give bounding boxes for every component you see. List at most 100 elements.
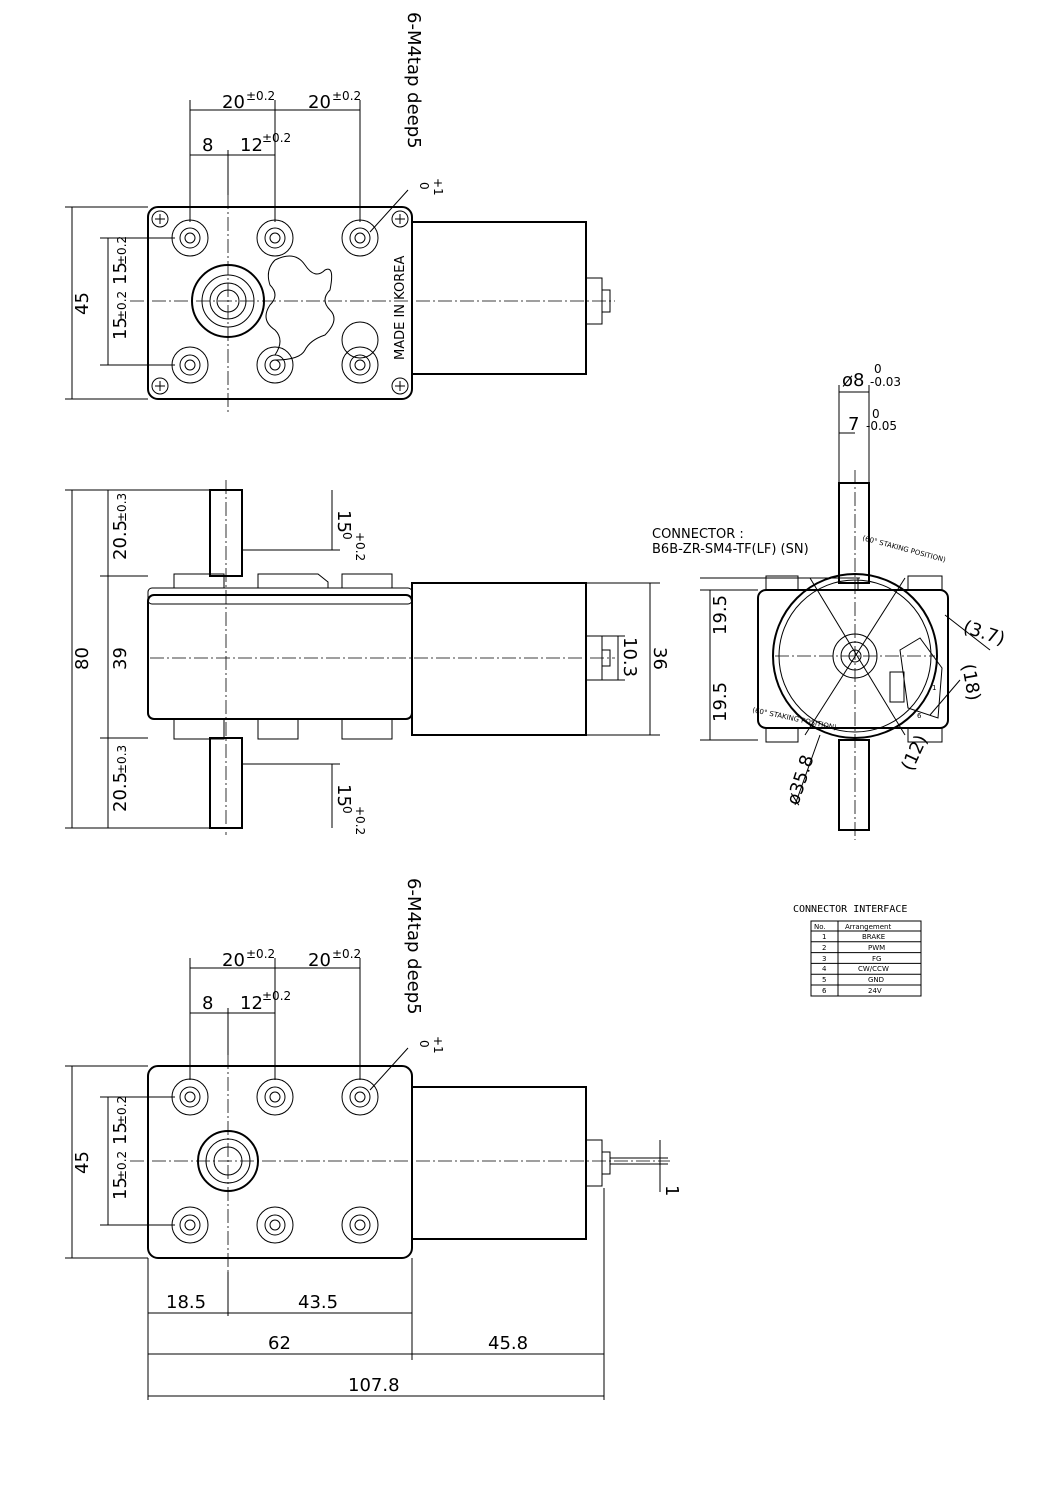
end-dim-19-5-top: 19.5 <box>710 595 731 635</box>
svg-text:+1: +1 <box>431 178 445 196</box>
table-row-no: 3 <box>822 955 826 963</box>
svg-text:0: 0 <box>340 806 354 814</box>
table-row-arr: 24V <box>868 987 882 995</box>
connector-part: B6B-ZR-SM4-TF(LF) (SN) <box>652 542 809 557</box>
bottom-dim-45-8: 45.8 <box>488 1333 528 1354</box>
made-in-label: MADE IN KOREA <box>393 256 408 360</box>
side-dim-36: 36 <box>649 647 670 670</box>
top-dim-15b: 15 <box>110 317 131 340</box>
table-row-no: 6 <box>822 987 827 995</box>
table-row-arr: GND <box>868 976 884 984</box>
table-row-arr: PWM <box>868 944 885 952</box>
connector-interface-title: CONNECTOR INTERFACE <box>793 904 907 915</box>
end-dim-7: 7 <box>848 414 859 435</box>
side-dim-15-bot: 15 <box>333 784 354 807</box>
side-dim-39: 39 <box>110 647 131 670</box>
bottom-dim-8: 8 <box>202 993 213 1014</box>
bottom-dim-15a: 15 <box>110 1122 131 1145</box>
svg-text:-0.03: -0.03 <box>870 375 901 389</box>
top-motor-body <box>411 221 587 375</box>
end-dim-18: (18) <box>957 662 984 702</box>
top-dim-45: 45 <box>72 292 93 315</box>
top-dim-12: 12 <box>240 135 263 156</box>
side-motor-body <box>411 582 587 736</box>
svg-text:0: 0 <box>872 407 880 421</box>
end-dim-phi35-8: ø35.8 <box>783 752 819 807</box>
bottom-view: 20 ±0.2 20 ±0.2 8 12 ±0.2 45 15 ±0.2 15 … <box>65 878 682 1400</box>
svg-text:±0.2: ±0.2 <box>332 89 361 103</box>
end-dim-12: (12) <box>897 732 932 774</box>
table-row-no: 4 <box>822 965 827 973</box>
bottom-dim-pitch-left: 20 <box>222 950 245 971</box>
side-gearbox-body <box>147 594 413 720</box>
side-dim-20-5-bot: 20.5 <box>110 772 131 812</box>
table-row-arr: CW/CCW <box>858 965 889 973</box>
top-dim-15a: 15 <box>110 262 131 285</box>
bottom-dim-15b: 15 <box>110 1177 131 1200</box>
svg-text:±0.2: ±0.2 <box>115 1151 129 1180</box>
top-dim-pitch-left: 20 <box>222 92 245 113</box>
svg-text:±0.2: ±0.2 <box>115 1096 129 1125</box>
table-row-arr: BRAKE <box>862 933 885 941</box>
svg-text:+0.2: +0.2 <box>353 806 367 835</box>
svg-text:±0.2: ±0.2 <box>246 947 275 961</box>
svg-text:±0.2: ±0.2 <box>262 131 291 145</box>
svg-text:±0.2: ±0.2 <box>332 947 361 961</box>
svg-text:0: 0 <box>417 1040 431 1048</box>
table-row-arr: FG <box>872 955 881 963</box>
svg-text:+1: +1 <box>431 1036 445 1054</box>
bottom-dim-45: 45 <box>72 1151 93 1174</box>
top-dim-pitch-right: 20 <box>308 92 331 113</box>
bottom-output-boss <box>197 1130 259 1192</box>
top-dim-8: 8 <box>202 135 213 156</box>
bottom-dim-43-5: 43.5 <box>298 1292 338 1313</box>
bottom-motor-body <box>411 1086 587 1240</box>
svg-text:+0.2: +0.2 <box>353 532 367 561</box>
staking-top-label: (60° STAKING POSITION) <box>861 534 946 564</box>
bottom-dim-12: 12 <box>240 993 263 1014</box>
side-view: 80 20.5 ±0.3 39 20.5 ±0.3 15 +0.2 0 15 +… <box>65 480 670 835</box>
end-shaft-bottom <box>838 739 870 831</box>
svg-text:0: 0 <box>340 532 354 540</box>
end-gearbox-body <box>757 589 949 729</box>
top-screw-icons <box>151 210 409 395</box>
side-dim-15-top: 15 <box>333 510 354 533</box>
table-row-no: 2 <box>822 944 826 952</box>
svg-text:±0.3: ±0.3 <box>115 493 129 522</box>
bottom-dim-pitch-right: 20 <box>308 950 331 971</box>
end-dim-19-5-bot: 19.5 <box>710 682 731 722</box>
pin-1-label: 1 <box>932 684 936 692</box>
end-view: ø8 0 -0.03 7 0 -0.05 CONNECTOR : B6B-ZR-… <box>652 362 1008 840</box>
table-row-no: 5 <box>822 976 826 984</box>
connector-interface-table: CONNECTOR INTERFACE No. Arrangement 1 BR… <box>793 904 922 997</box>
svg-text:0: 0 <box>874 362 882 376</box>
svg-text:±0.2: ±0.2 <box>115 291 129 320</box>
end-dim-phi8: ø8 <box>842 370 864 391</box>
top-tap-label: 6-M4tap deep5 <box>403 12 424 149</box>
svg-text:±0.2: ±0.2 <box>246 89 275 103</box>
bottom-tap-label: 6-M4tap deep5 <box>403 878 424 1015</box>
top-view: MADE IN KOREA 20 ±0.2 20 ±0.2 8 12 ±0.2 … <box>65 12 615 412</box>
table-row-no: 1 <box>822 933 826 941</box>
bottom-dim-1: 1 <box>661 1185 682 1196</box>
svg-text:±0.3: ±0.3 <box>115 745 129 774</box>
end-shaft-top <box>838 482 870 584</box>
table-header-no: No. <box>814 923 826 931</box>
pin-6-label: 6 <box>917 712 922 720</box>
bottom-dim-107-8: 107.8 <box>348 1375 400 1396</box>
top-gear-outline <box>265 255 335 361</box>
bottom-dim-18-5: 18.5 <box>166 1292 206 1313</box>
svg-text:-0.05: -0.05 <box>866 419 897 433</box>
svg-text:0: 0 <box>417 182 431 190</box>
connector-outline <box>899 637 943 719</box>
svg-text:±0.2: ±0.2 <box>115 236 129 265</box>
bottom-dim-62: 62 <box>268 1333 291 1354</box>
side-dim-20-5-top: 20.5 <box>110 520 131 560</box>
connector-label: CONNECTOR : <box>652 527 744 542</box>
table-header-arrangement: Arrangement <box>845 923 891 931</box>
side-dim-10-3: 10.3 <box>619 637 640 677</box>
side-dim-80: 80 <box>72 647 93 670</box>
top-holes <box>171 219 379 384</box>
svg-text:±0.2: ±0.2 <box>262 989 291 1003</box>
